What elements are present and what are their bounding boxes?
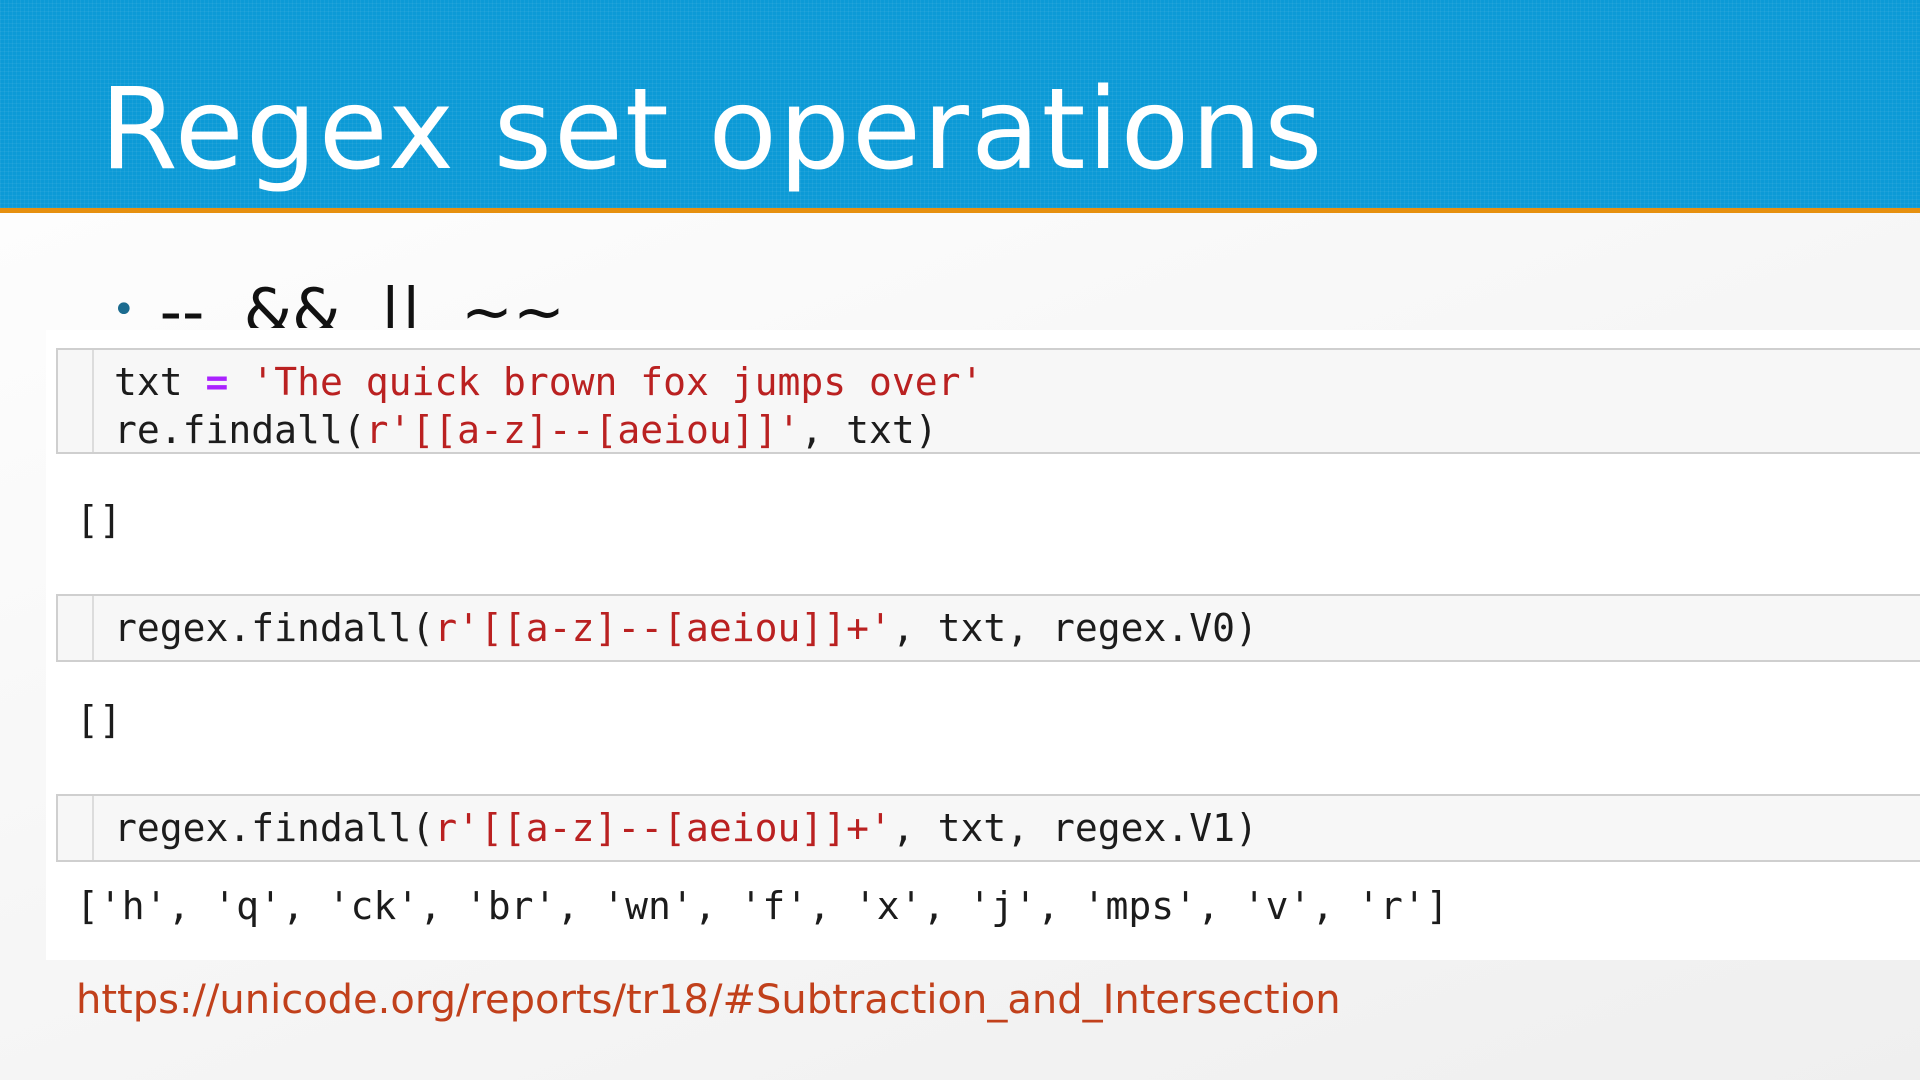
code-cell-2[interactable]: regex.findall(r'[[a-z]--[aeiou]]+', txt,… xyxy=(56,594,1920,662)
cell-output-3: ['h', 'q', 'ck', 'br', 'wn', 'f', 'x', '… xyxy=(76,884,1449,928)
slide-title: Regex set operations xyxy=(100,65,1325,195)
notebook-screenshot: txt = 'The quick brown fox jumps over' r… xyxy=(46,330,1920,960)
title-band xyxy=(0,0,1920,208)
code-cell-3[interactable]: regex.findall(r'[[a-z]--[aeiou]]+', txt,… xyxy=(56,794,1920,862)
code-line: txt = 'The quick brown fox jumps over' xyxy=(114,360,984,404)
bullet-text: -- && || ~~ xyxy=(159,275,565,328)
cell-prompt-gutter xyxy=(58,350,94,452)
code-cell-1[interactable]: txt = 'The quick brown fox jumps over' r… xyxy=(56,348,1920,454)
reference-link[interactable]: https://unicode.org/reports/tr18/#Subtra… xyxy=(76,977,1341,1023)
code-line: regex.findall(r'[[a-z]--[aeiou]]+', txt,… xyxy=(114,606,1258,650)
bullet-dot-icon: • xyxy=(112,287,136,328)
code-line: re.findall(r'[[a-z]--[aeiou]]', txt) xyxy=(114,408,938,452)
cell-output-1: [] xyxy=(76,498,122,542)
title-divider xyxy=(0,208,1920,213)
cell-prompt-gutter xyxy=(58,596,94,660)
bullet-item: • -- && || ~~ xyxy=(112,270,565,328)
code-line: regex.findall(r'[[a-z]--[aeiou]]+', txt,… xyxy=(114,806,1258,850)
cell-output-2: [] xyxy=(76,698,122,742)
cell-prompt-gutter xyxy=(58,796,94,860)
